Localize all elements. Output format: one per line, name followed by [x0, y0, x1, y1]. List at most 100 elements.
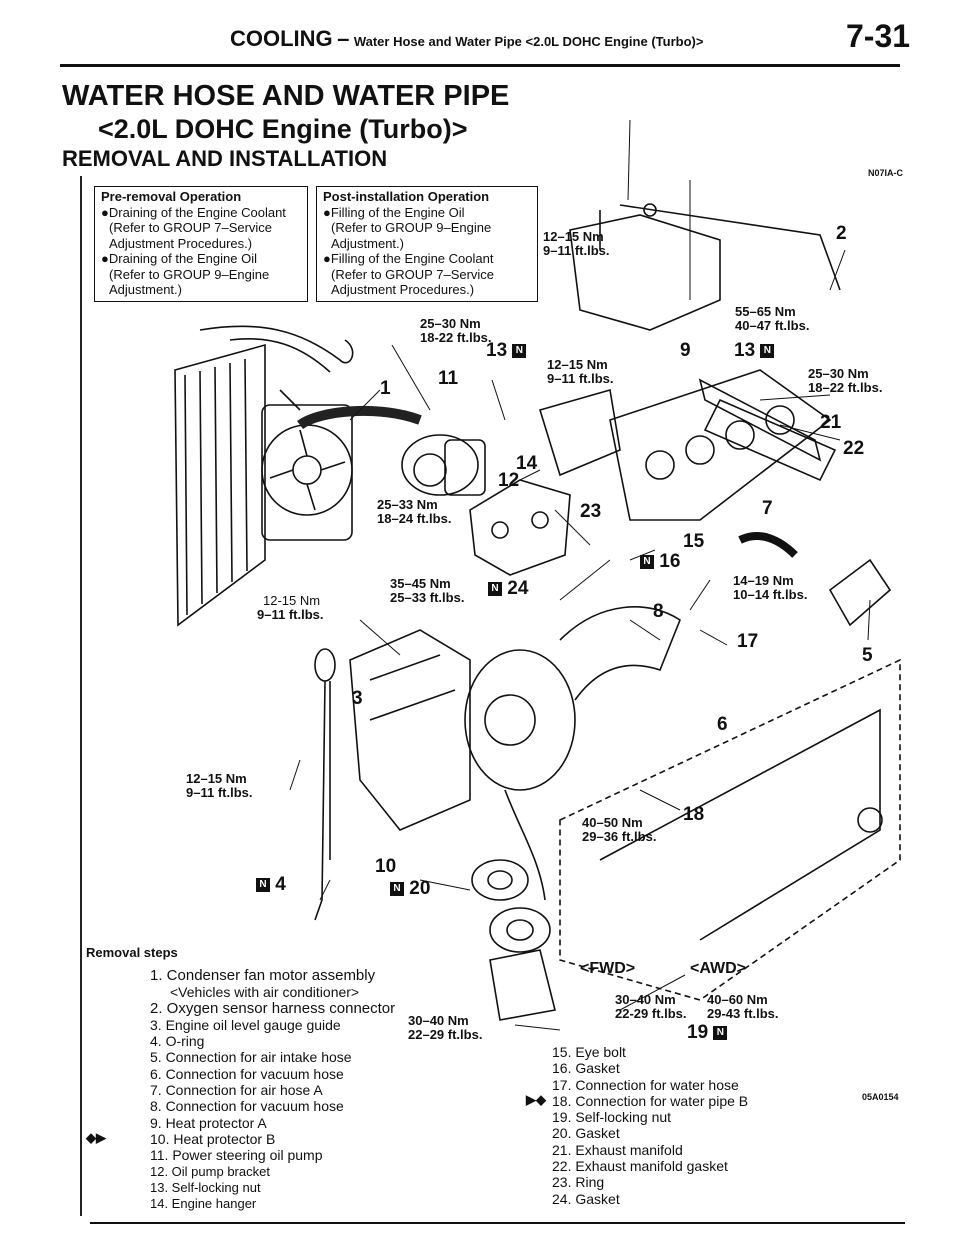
footer-rule: [90, 1222, 905, 1224]
removal-step: 23. Ring: [552, 1174, 605, 1191]
removal-step: 5. Connection for air intake hose: [150, 1049, 352, 1066]
removal-step: 12. Oil pump bracket: [150, 1163, 270, 1179]
torque-label: 25–30 Nm 18-22 ft.lbs.: [420, 317, 492, 345]
page-title-engine: <2.0L DOHC Engine (Turbo)>: [98, 114, 468, 144]
service-mark-11: ◆▶: [86, 1130, 106, 1145]
left-margin-line: [80, 176, 82, 1216]
pre-removal-line: (Refer to GROUP 9–Engine: [109, 266, 270, 282]
removal-steps-right: 15. Eye bolt 16. Gasket 17. Connection f…: [552, 1044, 748, 1207]
callout-number: 24: [507, 578, 529, 599]
header-rule: [60, 64, 900, 67]
torque-nm: 30–40 Nm: [408, 1013, 469, 1028]
removal-step: 3. Engine oil level gauge guide: [150, 1016, 341, 1033]
removal-step: 21. Exhaust manifold: [552, 1141, 683, 1158]
callout-with-badge: N 4: [256, 874, 286, 896]
callout-number: 18: [683, 804, 705, 825]
torque-label: 30–40 Nm 22-29 ft.lbs.: [615, 993, 687, 1021]
page-number: 7-31: [846, 18, 911, 54]
fwd-label: <FWD>: [580, 960, 636, 977]
removal-step: 19. Self-locking nut: [552, 1109, 672, 1126]
removal-step: 11. Power steering oil pump: [150, 1147, 323, 1164]
torque-ftlbs: 22-29 ft.lbs.: [615, 1006, 687, 1021]
power-steering-pump-drawing: [297, 405, 486, 496]
callout-number: 15: [683, 531, 705, 552]
removal-step: 20. Gasket: [552, 1125, 620, 1142]
removal-step: 7. Connection for air hose A: [150, 1082, 323, 1099]
callout-number: 23: [580, 501, 602, 522]
torque-ftlbs: 9–11 ft.lbs.: [257, 607, 324, 622]
removal-step: 16. Gasket: [552, 1060, 620, 1077]
removal-step-note: <Vehicles with air conditioner>: [170, 984, 360, 1001]
torque-label: 40–50 Nm 29–36 ft.lbs.: [582, 816, 656, 844]
callout-number: 9: [680, 340, 691, 361]
section-code: N07IA-C: [868, 168, 904, 178]
callout-with-badge: 19 N: [687, 1022, 728, 1044]
callout-with-badge: 13 N: [486, 340, 527, 362]
service-mark-18: ▶◆: [526, 1092, 546, 1107]
callout-number: 10: [375, 856, 397, 877]
post-installation-heading: Post-installation Operation: [323, 189, 490, 204]
torque-ftlbs: 25–33 ft.lbs.: [390, 590, 465, 605]
callout-number: 2: [836, 223, 847, 244]
torque-nm: 25–30 Nm: [808, 366, 869, 381]
torque-ftlbs: 18-22 ft.lbs.: [420, 330, 492, 345]
removal-steps-left: 1. Condenser fan motor assembly <Vehicle…: [150, 967, 395, 1212]
oil-pump-bracket-drawing: [469, 479, 571, 576]
callout-number: 7: [762, 498, 773, 519]
callout-number: 22: [843, 438, 865, 459]
torque-nm: 30–40 Nm: [615, 992, 676, 1007]
removal-step: 4. O-ring: [150, 1033, 205, 1050]
new-part-badge: N: [713, 1025, 728, 1040]
removal-step: 15. Eye bolt: [552, 1044, 626, 1060]
removal-step: 17. Connection for water hose: [552, 1076, 739, 1093]
torque-ftlbs: 29-43 ft.lbs.: [707, 1006, 779, 1021]
callout-with-badge: N 20: [390, 878, 430, 900]
new-part-badge: N: [640, 554, 654, 569]
callout-number: 11: [438, 368, 459, 389]
post-installation-line: ●Filling of the Engine Coolant: [323, 251, 494, 266]
callout-number: 5: [862, 645, 873, 666]
removal-step: 8. Connection for vacuum hose: [150, 1098, 344, 1115]
callout-with-badge: N 16: [640, 551, 680, 573]
engine-block-drawing: [559, 658, 901, 1001]
torque-nm: 12–15 Nm: [547, 357, 608, 372]
removal-step: 6. Connection for vacuum hose: [150, 1065, 344, 1082]
post-installation-line: (Refer to GROUP 7–Service: [331, 266, 495, 282]
torque-nm: 14–19 Nm: [733, 573, 794, 588]
torque-ftlbs: 9–11 ft.lbs.: [543, 243, 610, 258]
removal-step: 13. Self-locking nut: [150, 1179, 261, 1195]
callout-number: 12: [498, 470, 520, 491]
torque-nm: 12-15 Nm: [263, 593, 321, 608]
callout-number: 8: [653, 601, 664, 622]
torque-label: 40–60 Nm 29-43 ft.lbs.: [707, 993, 779, 1021]
pre-removal-heading: Pre-removal Operation: [101, 189, 242, 204]
callout-number: 17: [737, 631, 759, 652]
new-part-badge: N: [512, 343, 527, 358]
post-installation-box: Post-installation Operation ●Filling of …: [316, 186, 538, 302]
torque-label: 12–15 Nm 9–11 ft.lbs.: [543, 230, 609, 258]
torque-nm: 35–45 Nm: [390, 576, 451, 591]
running-header: COOLING – Water Hose and Water Pipe <2.0…: [230, 26, 703, 52]
torque-ftlbs: 9–11 ft.lbs.: [547, 371, 614, 386]
pre-removal-line: Adjustment Procedures.): [109, 235, 253, 251]
callout-with-badge: 13 N: [734, 340, 775, 362]
torque-label: 12–15 Nm 9–11 ft.lbs.: [186, 772, 252, 800]
callout-number: 21: [820, 412, 842, 433]
removal-step: 9. Heat protector A: [150, 1114, 267, 1131]
torque-label: 12–15 Nm 9–11 ft.lbs.: [547, 358, 613, 386]
torque-ftlbs: 22–29 ft.lbs.: [408, 1027, 483, 1042]
gasket-drawing: [471, 859, 556, 1021]
turbocharger-drawing: [464, 606, 681, 901]
page-title: WATER HOSE AND WATER PIPE: [62, 80, 510, 112]
new-part-badge: N: [390, 881, 404, 896]
callout-with-badge: N 24: [488, 578, 528, 600]
torque-label: 30–40 Nm 22–29 ft.lbs.: [408, 1014, 482, 1042]
pre-removal-line: (Refer to GROUP 7–Service: [109, 220, 273, 235]
torque-nm: 55–65 Nm: [735, 304, 796, 319]
torque-ftlbs: 18–22 ft.lbs.: [808, 380, 883, 395]
torque-nm: 12–15 Nm: [543, 229, 604, 244]
torque-label: 25–33 Nm 18–24 ft.lbs.: [377, 498, 451, 526]
pre-removal-line: ●Draining of the Engine Coolant: [101, 204, 286, 220]
torque-nm: 40–50 Nm: [582, 815, 643, 830]
